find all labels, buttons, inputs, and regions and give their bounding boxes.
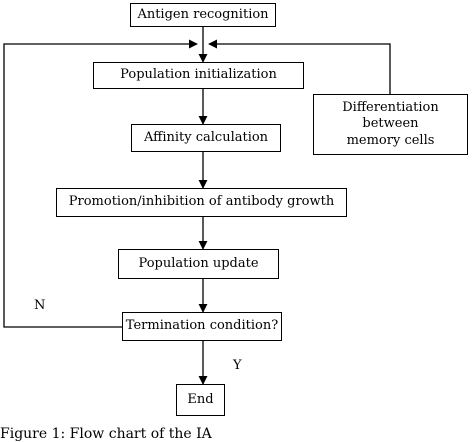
node-population-update-label: Population update [138,255,259,271]
node-memory-cells-label-line2: memory cells [346,132,435,148]
edge-label-no: N [34,298,46,313]
node-end-label: End [187,391,214,407]
node-antigen-recognition: Antigen recognition [130,3,276,27]
node-promotion-inhibition: Promotion/inhibition of antibody growth [56,188,347,217]
node-promotion-inhibition-label: Promotion/inhibition of antibody growth [68,194,335,210]
node-affinity-calculation-label: Affinity calculation [143,129,269,145]
node-affinity-calculation: Affinity calculation [131,124,281,152]
node-termination-condition-label: Termination condition? [125,318,279,334]
node-population-update: Population update [118,249,279,279]
node-antigen-recognition-label: Antigen recognition [137,6,269,22]
edge-loop-no [3,39,198,328]
edge-label-yes: Y [233,358,242,373]
figure-caption: Figure 1: Flow chart of the IA [0,426,212,442]
node-population-initialization: Population initialization [93,62,304,89]
edge-memory-to-junction [208,39,391,94]
node-population-initialization-label: Population initialization [120,67,277,83]
node-memory-cells: Differentiation between memory cells [313,94,468,155]
node-end: End [176,384,225,416]
node-memory-cells-label-line1: Differentiation between [342,100,439,132]
node-termination-condition: Termination condition? [122,312,282,341]
